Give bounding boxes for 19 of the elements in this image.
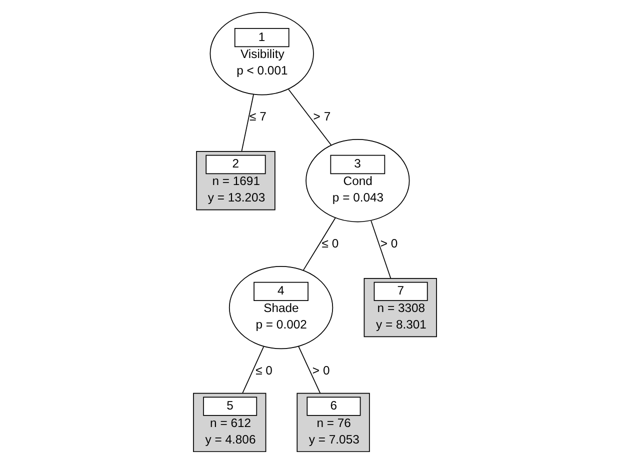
connector — [288, 88, 332, 146]
edge-label: ≤ 0 — [321, 236, 338, 250]
edge-label: > 7 — [312, 109, 330, 124]
edge-label: > 0 — [380, 236, 398, 250]
connector — [240, 94, 254, 152]
node-box: 2 n = 1691 y = 13.203 — [196, 151, 275, 210]
node-box: 5 n = 612 y = 4.806 — [192, 392, 266, 452]
edge-label: > 0 — [312, 363, 330, 378]
node-box: 6 n = 76 y = 7.053 — [296, 392, 370, 452]
node-ellipse: 1 Visibility p < 0.001 — [209, 12, 314, 96]
edge-label: ≤ 7 — [249, 109, 266, 124]
connector — [298, 346, 320, 394]
node-box: 7 n = 3308 y = 8.301 — [363, 278, 436, 338]
connector — [302, 218, 336, 271]
node-ellipse: 3 Cond p = 0.043 — [305, 139, 410, 222]
edge-label: ≤ 0 — [255, 363, 272, 378]
connector — [370, 220, 391, 279]
node-ellipse: 4 Shade p = 0.002 — [228, 266, 333, 350]
connector — [242, 346, 264, 394]
